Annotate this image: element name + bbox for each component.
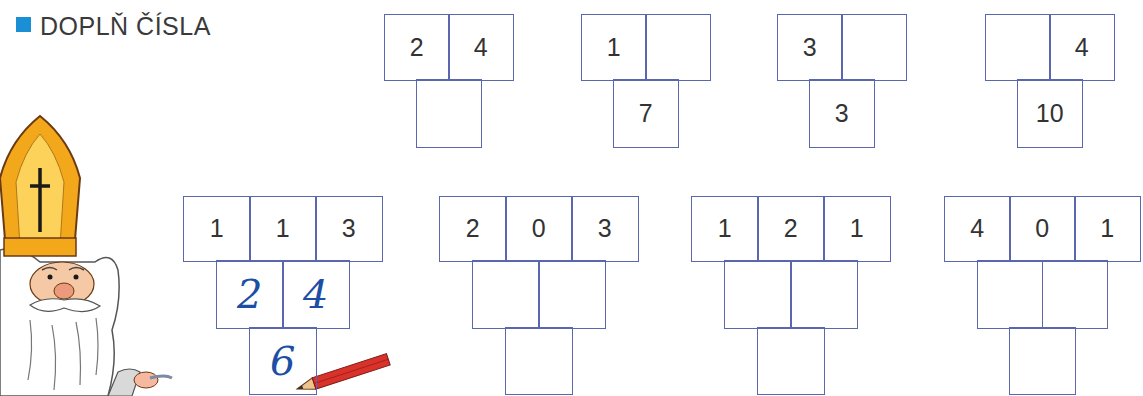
printed-number: 0	[532, 216, 546, 241]
number-cell: 10	[1017, 79, 1083, 148]
number-cell: 3	[315, 196, 383, 262]
number-cell	[645, 14, 711, 81]
title-marker	[16, 17, 31, 32]
number-cell: 4	[944, 196, 1011, 262]
printed-number: 4	[474, 35, 488, 60]
number-cell	[757, 327, 825, 395]
number-cell: 2	[216, 260, 284, 329]
number-cell: 2	[384, 14, 450, 81]
printed-number: 3	[835, 101, 849, 126]
number-cell: 3	[777, 14, 843, 81]
printed-number: 4	[970, 216, 984, 241]
printed-number: 1	[1100, 216, 1114, 241]
number-cell	[416, 79, 482, 148]
number-cell: 1	[823, 196, 891, 262]
printed-number: 4	[1075, 35, 1089, 60]
number-cell: 6	[249, 327, 317, 395]
number-cell: 3	[809, 79, 875, 148]
printed-number: 7	[639, 101, 653, 126]
number-cell	[790, 260, 858, 329]
printed-number: 10	[1036, 101, 1064, 126]
printed-number: 0	[1035, 216, 1049, 241]
printed-number: 3	[803, 35, 817, 60]
printed-number: 2	[466, 216, 480, 241]
number-cell: 0	[505, 196, 573, 262]
number-cell	[538, 260, 606, 329]
number-cell: 1	[691, 196, 759, 262]
handwritten-number: 2	[237, 274, 262, 314]
number-cell: 2	[757, 196, 825, 262]
number-cell: 4	[282, 260, 350, 329]
printed-number: 1	[210, 216, 224, 241]
printed-number: 3	[598, 216, 612, 241]
number-cell: 4	[1049, 14, 1115, 81]
printed-number: 1	[718, 216, 732, 241]
number-cell	[472, 260, 540, 329]
number-cell: 4	[448, 14, 514, 81]
worksheet-title: DOPLŇ ČÍSLA	[40, 12, 211, 41]
number-cell: 1	[581, 14, 647, 81]
number-cell: 7	[613, 79, 679, 148]
printed-number: 2	[410, 35, 424, 60]
number-cell: 0	[1009, 196, 1076, 262]
number-cell	[505, 327, 573, 395]
handwritten-number: 6	[270, 341, 295, 381]
handwritten-number: 4	[303, 274, 328, 314]
number-cell: 2	[439, 196, 507, 262]
number-cell: 1	[1074, 196, 1141, 262]
number-cell: 3	[571, 196, 639, 262]
number-cell	[1009, 327, 1076, 395]
number-cell	[841, 14, 907, 81]
number-cell: 1	[249, 196, 317, 262]
number-cell	[724, 260, 792, 329]
printed-number: 3	[342, 216, 356, 241]
number-cell	[985, 14, 1051, 81]
printed-number: 2	[784, 216, 798, 241]
number-cell	[1042, 260, 1109, 329]
printed-number: 1	[276, 216, 290, 241]
number-cell: 1	[183, 196, 251, 262]
number-cell	[977, 260, 1044, 329]
printed-number: 1	[607, 35, 621, 60]
printed-number: 1	[850, 216, 864, 241]
